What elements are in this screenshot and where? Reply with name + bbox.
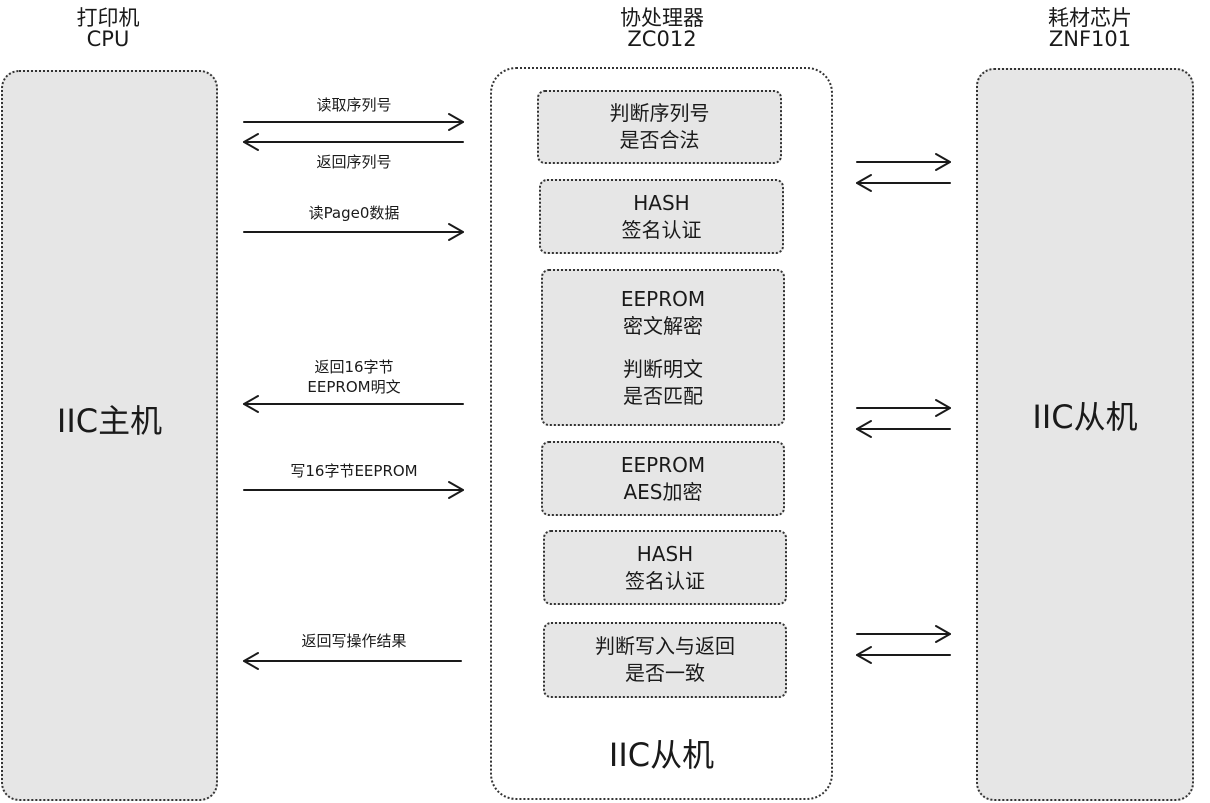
step-hash-auth-2: HASH 签名认证	[543, 530, 787, 605]
arrow-chip-pair-2	[856, 399, 951, 438]
header-coprocessor-title: 协处理器	[620, 6, 704, 30]
msg-return-serial: 返回序列号	[316, 153, 392, 171]
step-decrypt-compare: EEPROM 密文解密 判断明文 是否匹配	[541, 269, 785, 426]
msg-return-16-bytes: 返回16字节 EEPROM明文	[244, 357, 464, 397]
iic-slave-chip-label: IIC从机	[1032, 398, 1138, 436]
step-aes-encrypt-line1: EEPROM	[620, 452, 706, 477]
step-verify-write: 判断写入与返回 是否一致	[543, 622, 787, 698]
step-aes-encrypt: EEPROM AES加密	[541, 441, 785, 516]
step-check-serial-line2: 是否合法	[619, 128, 700, 152]
step-hash-auth-1-line2: 签名认证	[621, 217, 702, 242]
header-printer-subtitle: CPU	[86, 27, 130, 51]
step-verify-write-line2: 是否一致	[625, 661, 705, 685]
header-chip-title: 耗材芯片	[1048, 6, 1132, 30]
step-decrypt-line1: EEPROM	[620, 286, 706, 311]
arrow-return-16-bytes	[243, 395, 464, 413]
step-hash-auth-2-line2: 签名认证	[625, 568, 705, 593]
header-consumable-chip: 耗材芯片 ZNF101	[1020, 8, 1160, 50]
step-check-serial-line1: 判断序列号	[609, 101, 710, 125]
header-printer-title: 打印机	[76, 6, 140, 30]
iic-slave-chip-box	[976, 68, 1194, 801]
arrow-read-page0	[243, 223, 464, 241]
coprocessor-slave-label: IIC从机	[608, 736, 715, 774]
header-chip-subtitle: ZNF101	[1048, 27, 1132, 51]
step-compare-line2: 是否匹配	[623, 383, 703, 408]
header-printer-cpu: 打印机 CPU	[38, 8, 178, 50]
arrow-write-16-bytes	[243, 481, 464, 499]
msg-read-page0: 读Page0数据	[308, 204, 400, 222]
arrow-return-write-result	[243, 652, 462, 670]
msg-return-write-result: 返回写操作结果	[301, 632, 407, 650]
msg-return-16-line2: EEPROM明文	[307, 378, 401, 396]
header-coprocessor: 协处理器 ZC012	[592, 8, 732, 50]
msg-write-16-bytes: 写16字节EEPROM	[290, 462, 418, 480]
msg-return-16-line1: 返回16字节	[314, 358, 394, 376]
step-compare-line1: 判断明文	[623, 356, 703, 381]
step-hash-auth-1: HASH 签名认证	[539, 179, 784, 254]
iic-master-label: IIC主机	[56, 402, 163, 440]
step-decrypt-line2: 密文解密	[623, 313, 703, 338]
arrow-chip-pair-3	[856, 625, 951, 664]
arrow-return-serial	[243, 133, 464, 151]
iic-master-box	[1, 70, 218, 801]
arrow-chip-pair-1	[856, 153, 951, 192]
step-check-serial: 判断序列号 是否合法	[537, 90, 782, 164]
msg-read-serial: 读取序列号	[316, 96, 392, 114]
step-hash-auth-2-line1: HASH	[636, 541, 694, 566]
step-verify-write-line1: 判断写入与返回	[595, 634, 735, 658]
arrow-read-serial	[243, 113, 464, 131]
step-aes-encrypt-line2: AES加密	[623, 479, 703, 504]
header-coprocessor-subtitle: ZC012	[627, 27, 697, 51]
step-hash-auth-1-line1: HASH	[633, 190, 690, 215]
